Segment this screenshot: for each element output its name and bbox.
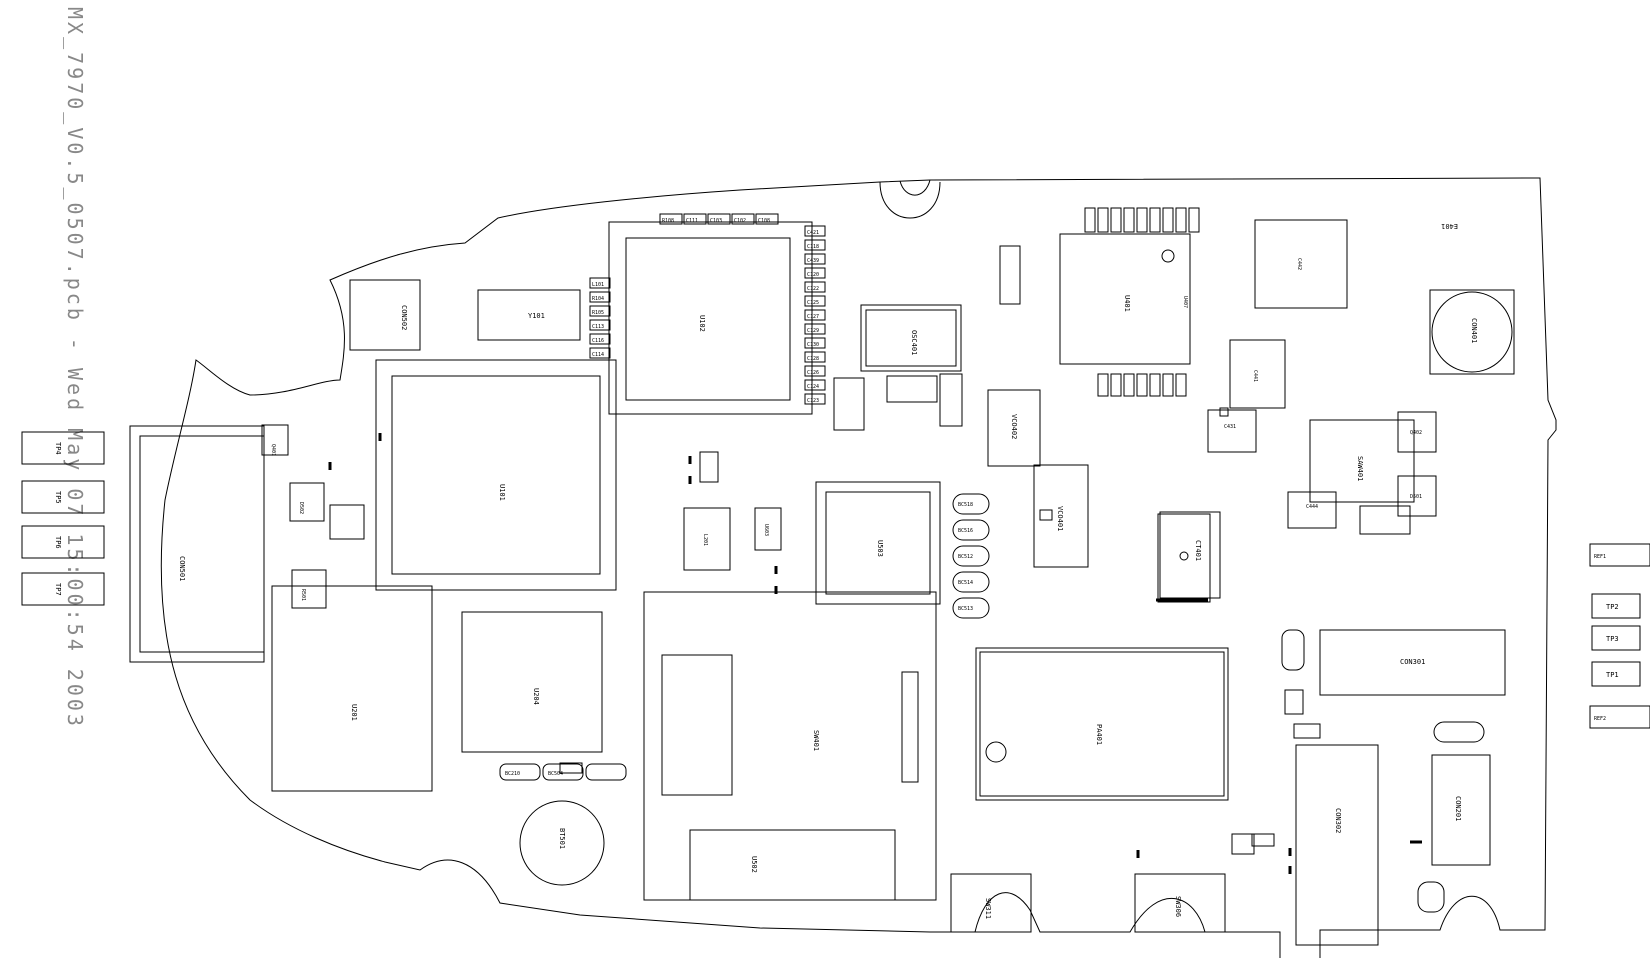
label-osc401: OSC401: [910, 330, 918, 355]
label-tp7: TP7: [54, 583, 62, 596]
label-r-4: C122: [807, 286, 819, 292]
label-bc-1: BC516: [958, 528, 973, 534]
label-sw306: SW306: [1174, 896, 1182, 917]
label-tp2: TP2: [1606, 603, 1619, 611]
label-tp6: TP6: [54, 536, 62, 549]
label-con201: CON201: [1454, 796, 1462, 821]
label-r-1: C118: [807, 244, 819, 250]
passive-labels: R108 C111 C103 C102 C108 C421 C118 C439 …: [270, 218, 1606, 777]
label-l-5: C114: [592, 352, 604, 358]
label-saw401: SAW401: [1356, 456, 1364, 481]
label-y101: Y101: [528, 312, 545, 320]
component-labels: U101 U102 U201 U204 U401 U503 PA401 CON5…: [178, 222, 1478, 919]
label-u102: U102: [698, 315, 706, 332]
label-d501: D502: [298, 502, 304, 514]
label-ref-1: REF2: [1594, 716, 1606, 722]
label-l-3: C113: [592, 324, 604, 330]
test-point-labels: TP4 TP5 TP6 TP7 TP2 TP3 TP1: [54, 442, 1619, 679]
label-tp5: TP5: [54, 491, 62, 504]
esd-markers: [328, 433, 1422, 874]
label-l-1: R104: [592, 296, 604, 302]
label-top-4: C108: [758, 218, 770, 224]
label-u401: U401: [1123, 295, 1131, 312]
label-u503: U503: [876, 540, 884, 557]
label-con501: CON501: [178, 556, 186, 581]
label-e401: E401: [1441, 222, 1458, 230]
label-d502: R501: [300, 589, 306, 601]
label-r-11: C124: [807, 384, 819, 390]
label-bc-209: BC210: [505, 771, 520, 777]
label-pa401: PA401: [1095, 724, 1103, 745]
label-l-0: L101: [592, 282, 604, 288]
label-u404: C441: [1252, 370, 1258, 382]
label-r-8: C130: [807, 342, 819, 348]
label-l-2: R105: [592, 310, 604, 316]
label-r-5: C125: [807, 300, 819, 306]
label-bc-210: BC504: [548, 771, 563, 777]
label-bc-3: BC514: [958, 580, 973, 586]
label-con301: CON301: [1400, 658, 1425, 666]
label-r-2: C439: [807, 258, 819, 264]
label-r-7: C129: [807, 328, 819, 334]
label-top-0: R108: [662, 218, 674, 224]
label-q301: Q401: [270, 444, 276, 456]
label-u502: U502: [750, 856, 758, 873]
label-tp1: TP1: [1606, 671, 1619, 679]
label-r-9: C128: [807, 356, 819, 362]
label-sw401: SW401: [812, 730, 820, 751]
label-u407: C444: [1306, 504, 1318, 510]
label-u201: U201: [350, 704, 358, 721]
label-r-6: C127: [807, 314, 819, 320]
label-u204: U204: [532, 688, 540, 705]
label-ref-0: REF1: [1594, 554, 1606, 560]
label-l201: U603: [763, 524, 769, 536]
label-tp3: TP3: [1606, 635, 1619, 643]
label-top-3: C102: [734, 218, 746, 224]
label-bc-4: BC513: [958, 606, 973, 612]
label-vco402: VCO402: [1010, 414, 1018, 439]
label-bc-2: BC512: [958, 554, 973, 560]
label-u402: U407: [1182, 296, 1188, 308]
label-con502: CON502: [400, 305, 408, 330]
board-outline: [160, 177, 1557, 958]
label-top-2: C103: [710, 218, 722, 224]
label-r-10: C126: [807, 370, 819, 376]
label-con302: CON302: [1334, 808, 1342, 833]
label-q402: D501: [1410, 494, 1422, 500]
label-top-1: C111: [686, 218, 698, 224]
label-r-12: C123: [807, 398, 819, 404]
label-t201: L201: [702, 534, 708, 546]
label-u101: U101: [498, 484, 506, 501]
label-r-3: C120: [807, 272, 819, 278]
label-con401: CON401: [1470, 318, 1478, 343]
label-bc-0: BC518: [958, 502, 973, 508]
label-tp4: TP4: [54, 442, 62, 455]
label-q401: Q402: [1410, 430, 1422, 436]
component-footprints: [21, 207, 1650, 946]
label-bt501: BT501: [558, 828, 566, 849]
label-u405: C442: [1296, 258, 1302, 270]
label-u403: C431: [1224, 424, 1236, 430]
label-sw311: SW311: [984, 898, 992, 919]
label-r-0: C421: [807, 230, 819, 236]
label-l-4: C116: [592, 338, 604, 344]
label-ct401: CT401: [1194, 540, 1202, 561]
label-vco401: VCO401: [1056, 506, 1064, 531]
